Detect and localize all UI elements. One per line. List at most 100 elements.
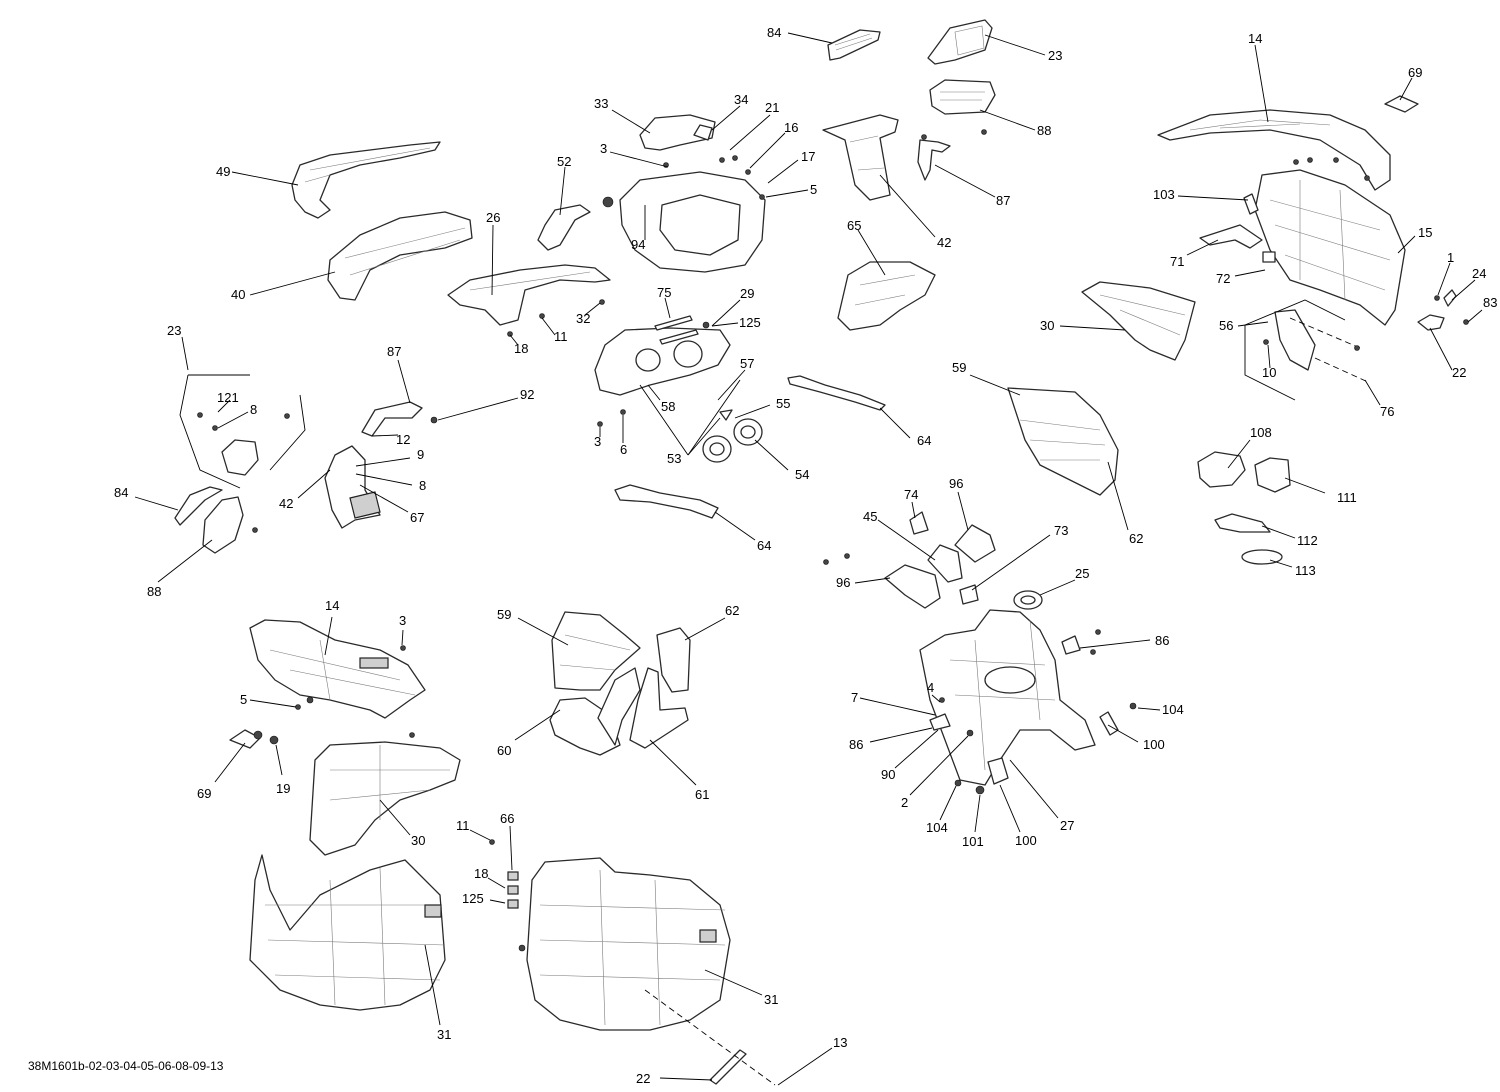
- callout-84: 84: [767, 25, 781, 40]
- callout-83: 83: [1483, 295, 1497, 310]
- part-22-low: [709, 1049, 747, 1085]
- callout-112: 112: [1297, 533, 1318, 548]
- diagram-code: 38M1601b-02-03-04-05-06-08-09-13: [28, 1059, 224, 1073]
- part-30-top: [1081, 281, 1196, 361]
- part-30-low: [309, 741, 461, 856]
- part-42-left: [324, 445, 381, 529]
- callout-9: 9: [417, 447, 424, 462]
- part-96-b: [884, 564, 941, 609]
- part-14-top: [1157, 109, 1391, 191]
- callout-66: 66: [500, 811, 514, 826]
- part-64-a: [787, 375, 886, 411]
- callout-90: 90: [881, 767, 895, 782]
- part-94: [619, 171, 766, 273]
- callout-61: 61: [695, 787, 709, 802]
- callout-100: 100: [1015, 833, 1037, 848]
- callout-10: 10: [1262, 365, 1276, 380]
- part-88-top: [929, 79, 996, 115]
- callout-87: 87: [996, 193, 1010, 208]
- callout-24: 24: [1472, 266, 1486, 281]
- callout-65: 65: [847, 218, 861, 233]
- callout-5: 5: [240, 692, 247, 707]
- part-74: [909, 511, 929, 535]
- callout-34: 34: [734, 92, 748, 107]
- callout-76: 76: [1380, 404, 1394, 419]
- callout-94: 94: [631, 237, 645, 252]
- callout-52: 52: [557, 154, 571, 169]
- callout-15: 15: [1418, 225, 1432, 240]
- callout-14: 14: [325, 598, 339, 613]
- callout-87: 87: [387, 344, 401, 359]
- callout-18: 18: [474, 866, 488, 881]
- callout-23: 23: [167, 323, 181, 338]
- callout-73: 73: [1054, 523, 1068, 538]
- callout-49: 49: [216, 164, 230, 179]
- callout-22: 22: [636, 1071, 650, 1086]
- callout-31: 31: [437, 1027, 451, 1042]
- callout-42: 42: [937, 235, 951, 250]
- callout-11: 11: [456, 818, 470, 833]
- callout-69: 69: [197, 786, 211, 801]
- callout-2: 2: [901, 795, 908, 810]
- part-40: [327, 211, 473, 301]
- part-86-b: [929, 713, 951, 731]
- part-96-a: [954, 524, 996, 563]
- part-84-left: [174, 486, 223, 526]
- part-108: [1197, 451, 1246, 488]
- callout-3: 3: [600, 141, 607, 156]
- callout-12: 12: [396, 432, 410, 447]
- part-27: [919, 609, 1096, 786]
- part-52: [537, 204, 591, 251]
- callout-16: 16: [784, 120, 798, 135]
- part-125-low: [507, 899, 519, 909]
- callout-1: 1: [1447, 250, 1454, 265]
- callout-6: 6: [620, 442, 627, 457]
- callout-30: 30: [1040, 318, 1054, 333]
- callout-62: 62: [1129, 531, 1143, 546]
- part-45: [927, 544, 963, 583]
- callout-72: 72: [1216, 271, 1230, 286]
- callout-64: 64: [757, 538, 771, 553]
- part-103: [1243, 193, 1259, 215]
- callout-101: 101: [962, 834, 984, 849]
- part-23-left: [221, 439, 259, 476]
- part-23-top: [927, 19, 993, 65]
- part-56: [1274, 309, 1316, 371]
- callout-14: 14: [1248, 31, 1262, 46]
- callout-58: 58: [661, 399, 675, 414]
- part-31-right: [526, 857, 731, 1031]
- callout-labels: 84 23 14 69 33 34 21 16 17 3 5 88 87 42 …: [114, 25, 1497, 1086]
- part-100-b: [987, 757, 1009, 785]
- callout-7: 7: [851, 690, 858, 705]
- part-61: [629, 667, 689, 749]
- part-64-b: [614, 484, 719, 519]
- callout-96: 96: [836, 575, 850, 590]
- callout-86: 86: [1155, 633, 1169, 648]
- callout-8: 8: [419, 478, 426, 493]
- part-60: [549, 667, 641, 756]
- part-54: [702, 418, 763, 463]
- callout-111: 111: [1337, 490, 1357, 505]
- part-58: [594, 327, 731, 396]
- callout-60: 60: [497, 743, 511, 758]
- callout-64: 64: [917, 433, 931, 448]
- hardware-fasteners: [197, 129, 1469, 952]
- part-34: [693, 124, 713, 141]
- callout-19: 19: [276, 781, 290, 796]
- callout-31: 31: [764, 992, 778, 1007]
- callout-69: 69: [1408, 65, 1422, 80]
- callout-33: 33: [594, 96, 608, 111]
- callout-125: 125: [739, 315, 761, 330]
- part-88-left: [202, 496, 244, 554]
- callout-62: 62: [725, 603, 739, 618]
- part-25: [1013, 590, 1043, 610]
- part-18-low: [507, 885, 519, 895]
- callout-25: 25: [1075, 566, 1089, 581]
- part-71: [1199, 224, 1263, 249]
- part-49: [291, 141, 441, 219]
- part-72: [1262, 251, 1276, 263]
- callout-18: 18: [514, 341, 528, 356]
- callout-32: 32: [576, 311, 590, 326]
- part-112: [1214, 513, 1271, 533]
- callout-5: 5: [810, 182, 817, 197]
